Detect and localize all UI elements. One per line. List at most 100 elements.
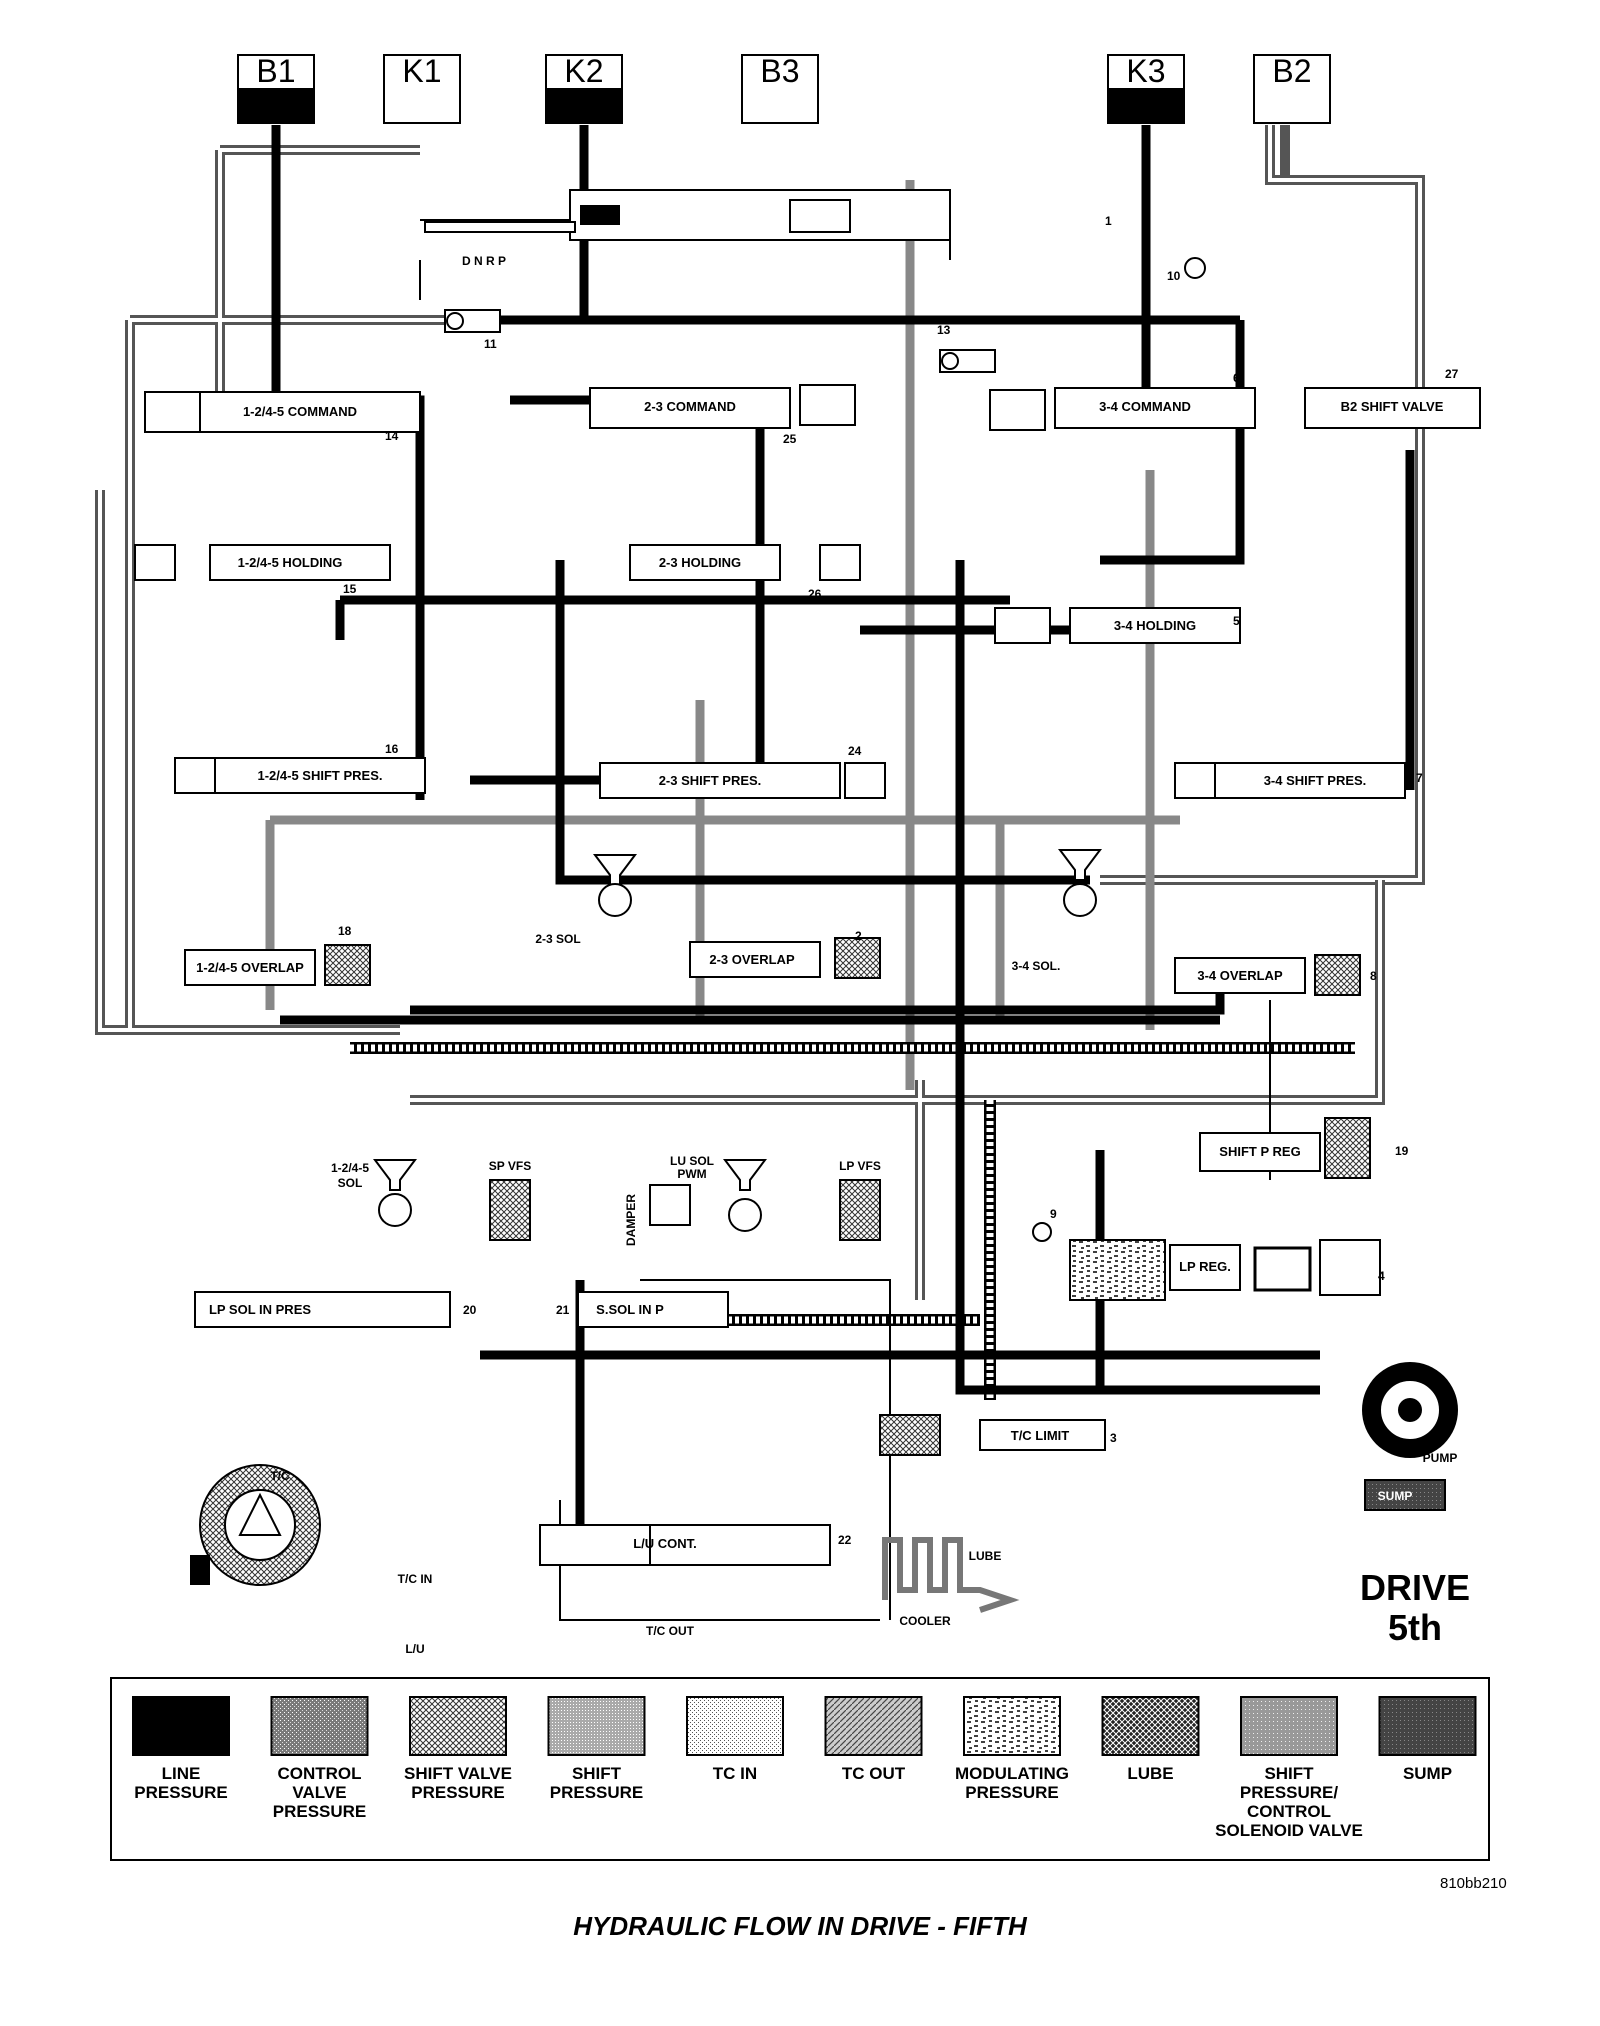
pump: PUMP SUMP: [1362, 1362, 1458, 1511]
legend-swatch-mod: [963, 1696, 1061, 1756]
tc-out-label: T/C OUT: [646, 1624, 695, 1638]
clutch-b1: B1: [237, 53, 315, 124]
number-13: 13: [937, 323, 951, 337]
legend-swatch-line: [132, 1696, 230, 1756]
valve-23-shift-pres-label: 2-3 SHIFT PRES.: [659, 773, 762, 788]
valve-34-overlap: 3-4 OVERLAP: [1174, 954, 1361, 996]
valve-1245-overlap-label: 1-2/4-5 OVERLAP: [196, 960, 304, 975]
number-4: 4: [1378, 1269, 1385, 1283]
legend-label-lube: LUBE: [1127, 1764, 1173, 1783]
valve-23-command: 2-3 COMMAND: [589, 384, 856, 429]
valve-1245-holding-label: 1-2/4-5 HOLDING: [238, 555, 343, 570]
clutch-k2-label: K2: [564, 53, 603, 89]
valve-1245-shift-pres: 1-2/4-5 SHIFT PRES.: [174, 757, 426, 794]
legend-label-control: VALVE: [292, 1783, 346, 1802]
valve-number-1: 1: [1105, 214, 1112, 228]
sump-label: SUMP: [1378, 1489, 1413, 1503]
number-6: 6: [1233, 371, 1240, 385]
valve-1245-command-label: 1-2/4-5 COMMAND: [243, 404, 357, 419]
legend-swatch-tcout: [824, 1696, 923, 1756]
number-26: 26: [808, 587, 822, 601]
number-18: 18: [338, 924, 352, 938]
solenoid-sp-vfs-label: SP VFS: [489, 1159, 531, 1173]
valve-shift-p-reg-label: SHIFT P REG: [1219, 1144, 1300, 1159]
number-19: 19: [1395, 1144, 1409, 1158]
valve-b2-shift-label: B2 SHIFT VALVE: [1341, 399, 1444, 414]
valve-23-holding-label: 2-3 HOLDING: [659, 555, 741, 570]
cooler-label: COOLER: [899, 1614, 951, 1628]
manual-valve: D N R P 1: [424, 189, 1112, 268]
valve-lu-cont: L/U CONT.: [539, 1524, 831, 1566]
legend-swatch-lube: [1101, 1696, 1200, 1756]
valve-tc-limit: T/C LIMIT: [879, 1414, 1106, 1456]
valve-23-command-label: 2-3 COMMAND: [644, 399, 736, 414]
figure-caption: HYDRAULIC FLOW IN DRIVE - FIFTH: [573, 1911, 1028, 1941]
valve-23-shift-pres: 2-3 SHIFT PRES.: [599, 762, 886, 799]
solenoid-1245-label-a: 1-2/4-5: [331, 1161, 369, 1175]
torque-converter: T/C T/C IN T/C OUT L/U: [190, 1464, 695, 1656]
number-10: 10: [1167, 269, 1181, 283]
valve-b2-shift: B2 SHIFT VALVE: [1304, 387, 1481, 429]
number-5: 5: [1233, 614, 1240, 628]
legend-label-control: PRESSURE: [273, 1802, 367, 1821]
legend-label-control: CONTROL: [277, 1764, 361, 1783]
clutch-b3-label: B3: [760, 53, 799, 89]
number-16: 16: [385, 742, 399, 756]
number-11: 11: [484, 337, 497, 351]
solenoid-34: 3-4 SOL.: [1012, 849, 1102, 973]
solenoid-23: 2-3 SOL: [535, 854, 637, 946]
clutch-k2: K2: [545, 53, 623, 124]
valve-lp-sol-in-pres: LP SOL IN PRES: [194, 1291, 451, 1328]
pump-label: PUMP: [1423, 1451, 1458, 1465]
number-24: 24: [848, 744, 862, 758]
cooler: COOLER LUBE: [882, 1537, 1020, 1628]
solenoid-lu-valve: [723, 1159, 767, 1232]
valve-lp-reg: LP REG.: [1069, 1239, 1381, 1301]
valve-23-overlap-label: 2-3 OVERLAP: [709, 952, 795, 967]
number-22: 22: [838, 1533, 852, 1547]
legend-swatch-tcin: [686, 1696, 784, 1756]
clutch-k1: K1: [383, 53, 461, 124]
legend-swatch-shiftsol: [1240, 1696, 1338, 1756]
legend-label-shift: SHIFT: [572, 1764, 622, 1783]
valve-34-command-label: 3-4 COMMAND: [1099, 399, 1191, 414]
number-15: 15: [343, 582, 357, 596]
legend-label-tcout: TC OUT: [842, 1764, 906, 1783]
legend-label-tcin: TC IN: [713, 1764, 757, 1783]
legend-label-mod: PRESSURE: [965, 1783, 1059, 1802]
gear-line-2: 5th: [1388, 1607, 1442, 1648]
valve-lp-reg-label: LP REG.: [1179, 1259, 1231, 1274]
solenoid-34-label: 3-4 SOL.: [1012, 959, 1061, 973]
valve-lp-sol-in-pres-label: LP SOL IN PRES: [209, 1302, 311, 1317]
valve-lu-cont-label: L/U CONT.: [633, 1536, 697, 1551]
clutch-k3: K3: [1107, 53, 1185, 124]
clutch-b1-label: B1: [256, 53, 295, 89]
valve-23-overlap: 2-3 OVERLAP: [689, 937, 881, 979]
clutch-b3: B3: [741, 53, 819, 124]
legend-label-shiftvalve: PRESSURE: [411, 1783, 505, 1802]
legend-label-line: PRESSURE: [134, 1783, 228, 1802]
clutch-b2: B2: [1253, 53, 1331, 124]
valve-34-holding: 3-4 HOLDING: [994, 607, 1241, 644]
valve-34-holding-label: 3-4 HOLDING: [1114, 618, 1196, 633]
valve-1245-overlap: 1-2/4-5 OVERLAP: [184, 944, 371, 986]
number-2: 2: [855, 929, 862, 943]
damper-label: DAMPER: [624, 1194, 638, 1246]
legend-label-shift: PRESSURE: [550, 1783, 644, 1802]
passages: [95, 125, 1425, 1621]
solenoid-1245-label-b: SOL: [338, 1176, 363, 1190]
reference-code: 810bb210: [1440, 1875, 1507, 1892]
number-7: 7: [1416, 771, 1423, 785]
solenoid-1245: 1-2/4-5 SOL: [331, 1159, 417, 1227]
legend-label-shiftsol: SHIFT: [1264, 1764, 1314, 1783]
number-25: 25: [783, 432, 797, 446]
legend-swatch-shift: [547, 1696, 646, 1756]
solenoid-lu-pwm: LU SOL PWM DAMPER: [624, 1154, 714, 1246]
tc-label: T/C: [270, 1469, 290, 1483]
legend-swatch-control: [270, 1696, 369, 1756]
valve-34-overlap-label: 3-4 OVERLAP: [1197, 968, 1283, 983]
number-27: 27: [1445, 367, 1459, 381]
legend-swatch-sump: [1378, 1696, 1477, 1756]
legend-label-shiftsol: PRESSURE/: [1240, 1783, 1339, 1802]
